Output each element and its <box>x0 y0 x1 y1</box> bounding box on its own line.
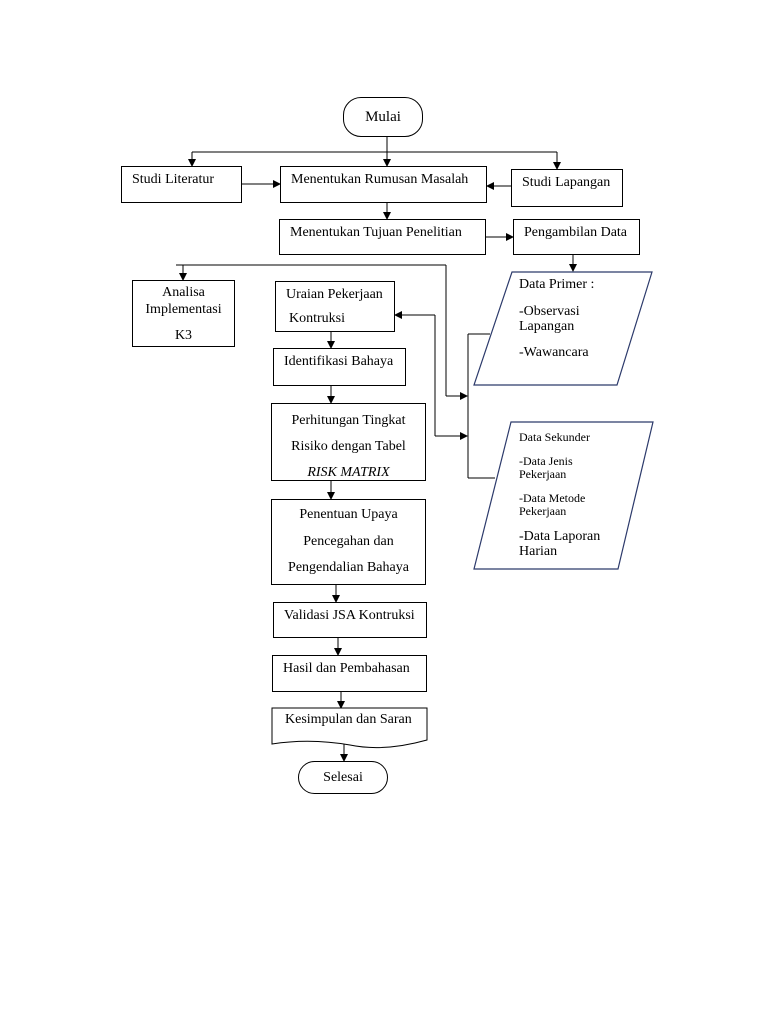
perhitungan-box: Perhitungan Tingkat Risiko dengan Tabel … <box>271 403 426 481</box>
rumusan-masalah-label: Menentukan Rumusan Masalah <box>291 172 469 187</box>
data-sekunder-item-1: -Data Jenis <box>519 454 573 468</box>
kesimpulan-label-wrap: Kesimpulan dan Saran <box>272 708 427 738</box>
validasi-box: Validasi JSA Kontruksi <box>273 602 427 638</box>
tujuan-penelitian-label: Menentukan Tujuan Penelitian <box>290 225 462 240</box>
hasil-box: Hasil dan Pembahasan <box>272 655 427 692</box>
identifikasi-label: Identifikasi Bahaya <box>284 354 394 369</box>
studi-literatur-label: Studi Literatur <box>132 172 215 187</box>
uraian-line-2: Kontruksi <box>289 311 345 326</box>
validasi-label: Validasi JSA Kontruksi <box>284 608 415 623</box>
data-sekunder-item-3: -Data Metode <box>519 491 586 505</box>
identifikasi-box: Identifikasi Bahaya <box>273 348 406 386</box>
perhitungan-line-3: RISK MATRIX <box>307 465 390 480</box>
data-primer-item-1: -Observasi <box>519 304 580 319</box>
pengambilan-data-box: Pengambilan Data <box>513 219 640 255</box>
data-sekunder-title: Data Sekunder <box>519 430 590 444</box>
rumusan-masalah-box: Menentukan Rumusan Masalah <box>280 166 487 203</box>
data-primer-item-2: Lapangan <box>519 319 575 334</box>
analisa-line-2: Implementasi <box>145 302 222 317</box>
data-sekunder-text: Data Sekunder -Data Jenis Pekerjaan -Dat… <box>519 430 624 560</box>
studi-literatur-box: Studi Literatur <box>121 166 242 203</box>
data-sekunder-item-2: Pekerjaan <box>519 467 567 481</box>
data-primer-item-3: -Wawancara <box>519 345 589 360</box>
hasil-label: Hasil dan Pembahasan <box>283 661 410 676</box>
data-sekunder-item-4: Pekerjaan <box>519 504 567 518</box>
data-sekunder-item-6: Harian <box>519 544 558 559</box>
analisa-line-3: K3 <box>174 328 193 343</box>
penentuan-line-3: Pengendalian Bahaya <box>288 560 409 575</box>
uraian-line-1: Uraian Pekerjaan <box>286 287 383 302</box>
kesimpulan-shape <box>271 707 428 749</box>
start-label: Mulai <box>365 108 401 125</box>
data-primer-text: Data Primer : -Observasi Lapangan -Wawan… <box>519 277 624 360</box>
perhitungan-line-2: Risiko dengan Tabel <box>291 439 406 454</box>
tujuan-penelitian-box: Menentukan Tujuan Penelitian <box>279 219 486 255</box>
data-primer-title: Data Primer : <box>519 277 595 292</box>
studi-lapangan-label: Studi Lapangan <box>522 175 611 190</box>
penentuan-line-1: Penentuan Upaya <box>299 507 398 522</box>
end-terminal: Selesai <box>298 761 388 794</box>
kesimpulan-label: Kesimpulan dan Saran <box>285 712 412 727</box>
uraian-box: Uraian Pekerjaan Kontruksi <box>275 281 395 332</box>
penentuan-box: Penentuan Upaya Pencegahan dan Pengendal… <box>271 499 426 585</box>
perhitungan-line-1: Perhitungan Tingkat <box>291 413 406 428</box>
end-label: Selesai <box>323 770 363 785</box>
analisa-box: Analisa Implementasi K3 <box>132 280 235 347</box>
penentuan-line-2: Pencegahan dan <box>303 533 394 549</box>
data-primer-shape <box>473 271 653 386</box>
analisa-line-1: Analisa <box>162 285 205 300</box>
start-terminal: Mulai <box>343 97 423 137</box>
studi-lapangan-box: Studi Lapangan <box>511 169 623 207</box>
data-sekunder-shape <box>473 421 654 570</box>
data-sekunder-item-5: -Data Laporan <box>519 529 601 544</box>
pengambilan-data-label: Pengambilan Data <box>524 225 628 240</box>
